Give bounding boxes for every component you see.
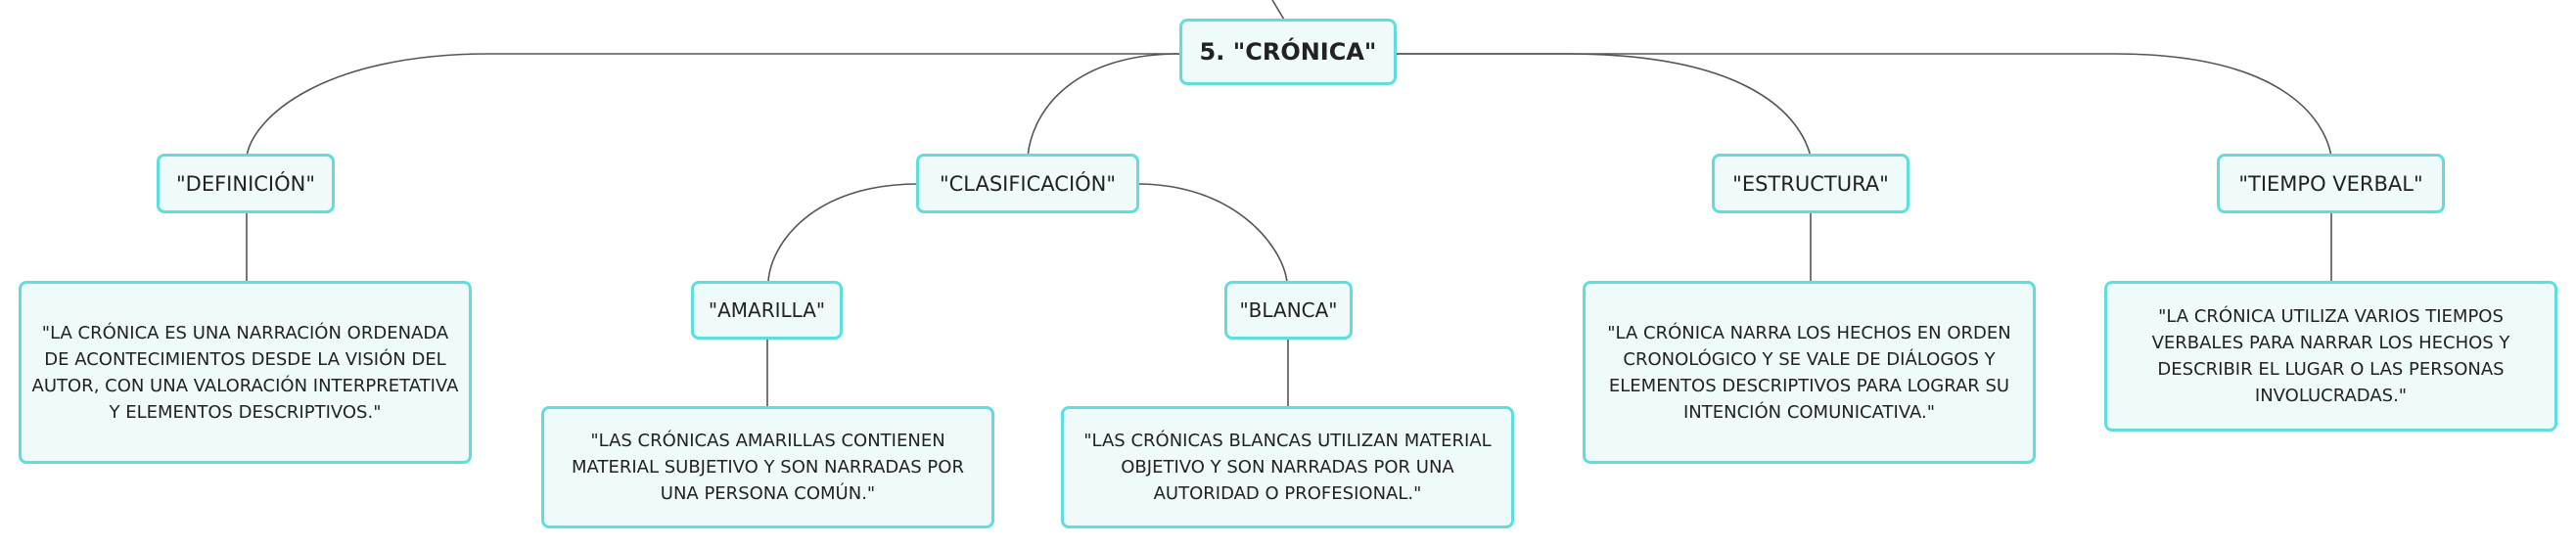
connector-parent-to-root <box>1271 0 1285 21</box>
topic-node-definicion[interactable]: "DEFINICIÓN" <box>157 154 335 213</box>
subtopic-node-blanca[interactable]: "BLANCA" <box>1224 281 1353 340</box>
detail-node-blanca[interactable]: "LAS CRÓNICAS BLANCAS UTILIZAN MATERIAL … <box>1061 406 1514 528</box>
detail-node-amarilla[interactable]: "LAS CRÓNICAS AMARILLAS CONTIENEN MATERI… <box>541 406 994 528</box>
connector-root-to-estructura <box>1395 53 1812 158</box>
detail-node-definicion[interactable]: "LA CRÓNICA ES UNA NARRACIÓN ORDENADA DE… <box>19 281 472 464</box>
detail-node-estructura[interactable]: "LA CRÓNICA NARRA LOS HECHOS EN ORDEN CR… <box>1583 281 2036 464</box>
connector-root-to-definicion <box>246 53 1179 158</box>
topic-node-estructura[interactable]: "ESTRUCTURA" <box>1712 154 1909 213</box>
detail-node-tiempo-verbal[interactable]: "LA CRÓNICA UTILIZA VARIOS TIEMPOS VERBA… <box>2104 281 2557 432</box>
connector-clasificacion-to-amarilla <box>767 183 919 283</box>
root-node-cronica[interactable]: 5. "CRÓNICA" <box>1179 19 1397 85</box>
connector-root-to-tiempo-verbal <box>1395 53 2332 158</box>
subtopic-node-amarilla[interactable]: "AMARILLA" <box>691 281 843 340</box>
topic-node-tiempo-verbal[interactable]: "TIEMPO VERBAL" <box>2217 154 2445 213</box>
connector-root-to-clasificacion <box>1027 53 1180 158</box>
topic-node-clasificacion[interactable]: "CLASIFICACIÓN" <box>916 154 1139 213</box>
connector-clasificacion-to-blanca <box>1136 183 1288 283</box>
